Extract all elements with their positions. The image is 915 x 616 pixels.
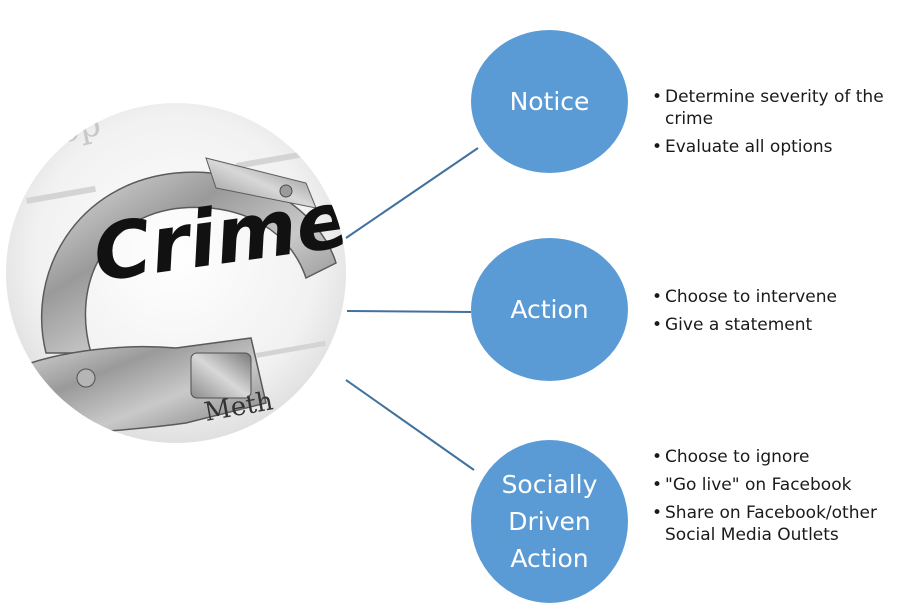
action-bullet-list: Choose to intervene Give a statement [652,286,902,342]
node-social-label-line-3: Action [510,544,589,573]
bullet-item: Choose to ignore [652,446,914,468]
crime-handcuffs-photo: op Crime Meth [6,103,346,443]
connector-action [346,310,472,313]
bullet-item: Share on Facebook/other Social Media Out… [652,502,914,546]
crime-photo-illustration: op Crime Meth [6,103,346,443]
connector-social [345,379,475,471]
bullet-item: Give a statement [652,314,902,336]
bullet-item: "Go live" on Facebook [652,474,914,496]
node-socially-driven-action: Socially Driven Action [471,440,628,603]
notice-bullet-list: Determine severity of the crime Evaluate… [652,86,902,164]
bullet-item: Evaluate all options [652,136,902,158]
node-social-label-line-1: Socially [501,470,598,499]
social-action-bullet-list: Choose to ignore "Go live" on Facebook S… [652,446,914,552]
node-action: Action [471,238,628,381]
node-notice: Notice [471,30,628,173]
node-social-label-line-2: Driven [508,507,591,536]
bullet-item: Choose to intervene [652,286,902,308]
connector-notice [345,147,479,239]
node-notice-label: Notice [509,87,590,116]
bullet-item: Determine severity of the crime [652,86,902,130]
node-action-label: Action [510,295,589,324]
